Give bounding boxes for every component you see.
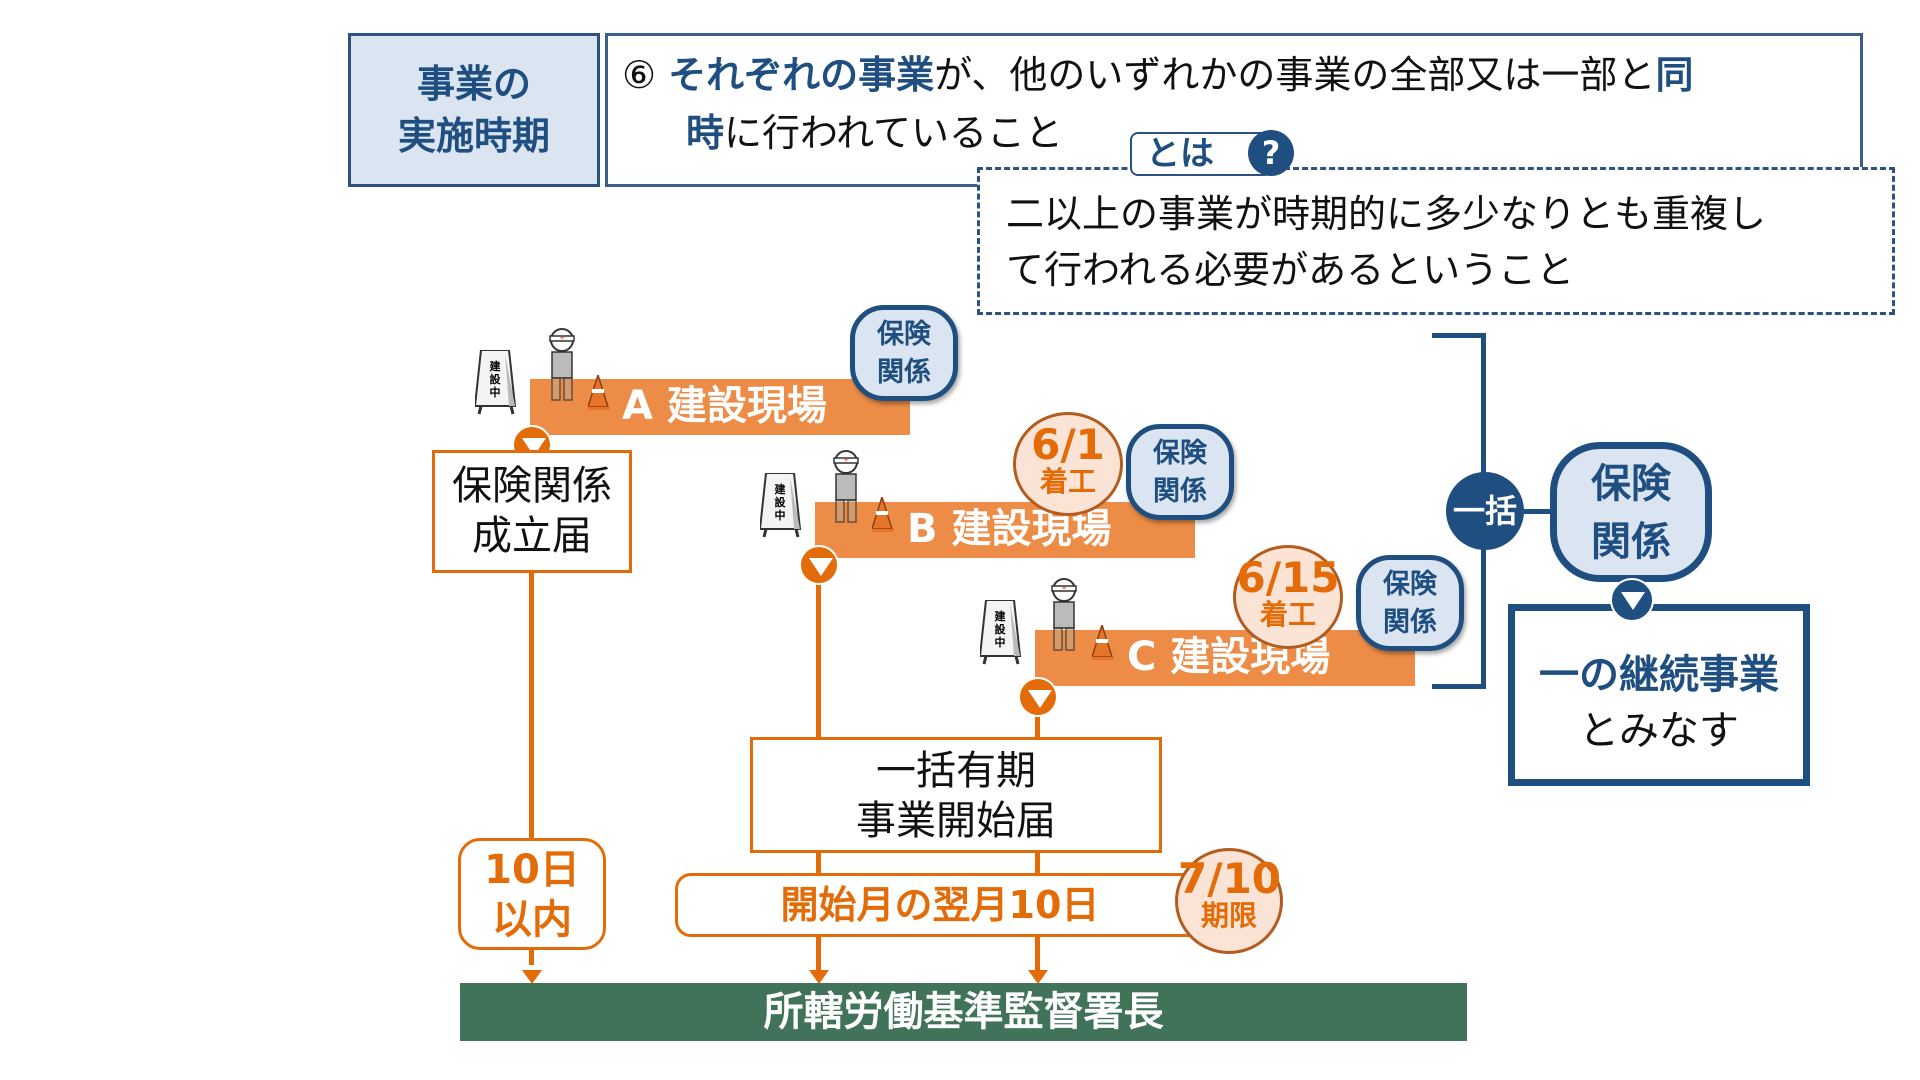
site-b-insurance-badge: 保険関係 <box>1126 424 1234 520</box>
result-line2: とみなす <box>1579 708 1739 754</box>
connector-line <box>1520 509 1552 514</box>
bc-deadline-text: 開始月の翌月10日 <box>780 883 1100 927</box>
badge-line2: 関係 <box>1591 519 1671 565</box>
bc-deadline-box: 開始月の翌月10日 <box>675 873 1205 937</box>
arrow-down-icon <box>809 970 829 984</box>
result-box: 一の継続事業 とみなす <box>1508 604 1810 786</box>
site-a-bar: A 建設現場 <box>530 379 910 435</box>
worker-icon <box>833 450 859 523</box>
start-date: 6/1 <box>1031 420 1105 469</box>
svg-text:中: 中 <box>490 385 501 399</box>
requirement-line1: ⑥ それぞれの事業が、他のいずれかの事業の全部又は一部と同 <box>622 44 1693 99</box>
worker-icon <box>549 328 575 401</box>
badge-line1: 保険 <box>1153 438 1207 469</box>
toha-label: とは <box>1146 134 1214 174</box>
badge-line2: 関係 <box>1153 476 1207 507</box>
svg-text:設: 設 <box>995 622 1007 636</box>
traffic-cone-icon <box>872 497 895 533</box>
badge-line1: 保険 <box>1591 461 1671 507</box>
traffic-cone-icon <box>588 375 611 411</box>
a-form-line1: 保険関係 <box>452 463 612 509</box>
svg-text:建: 建 <box>995 609 1007 623</box>
bc-form-line1: 一括有期 <box>876 748 1036 794</box>
emphasis-text: それぞれの事業 <box>668 53 935 97</box>
section-label-line1: 事業の <box>416 62 531 106</box>
a-deadline-box: 10日以内 <box>458 838 606 950</box>
start-date: 6/15 <box>1236 553 1340 602</box>
emphasis-text: 時 <box>686 111 725 155</box>
requirement-text: に行われていること <box>724 111 1063 155</box>
arrow-down-icon <box>522 970 542 984</box>
site-c-bar: C 建設現場 <box>1035 630 1415 686</box>
emphasis-text: 同 <box>1655 53 1694 97</box>
destination-label: 所轄労働基準監督署長 <box>763 989 1164 1035</box>
section-label: 事業の実施時期 <box>348 33 600 187</box>
question-icon: ? <box>1248 130 1294 176</box>
site-a-flow-line <box>529 440 534 965</box>
down-triangle-icon <box>799 545 839 585</box>
definition-line2: て行われる必要があるということ <box>1006 248 1575 292</box>
definition-line1: 二以上の事業が時期的に多少なりとも重複し <box>1006 192 1767 236</box>
site-c-insurance-badge: 保険関係 <box>1356 555 1464 651</box>
bc-form-box: 一括有期事業開始届 <box>750 737 1162 853</box>
a-deadline-line2: 以内 <box>492 897 572 943</box>
down-triangle-icon <box>1610 578 1654 622</box>
svg-text:建: 建 <box>490 359 502 373</box>
svg-text:建: 建 <box>775 482 787 496</box>
merged-insurance-badge: 保険関係 <box>1550 442 1712 582</box>
worker-icon <box>1051 578 1077 651</box>
definition-box: 二以上の事業が時期的に多少なりとも重複し て行われる必要があるということ <box>977 167 1895 315</box>
site-a-label: A 建設現場 <box>622 383 827 429</box>
requirement-text: が、他のいずれかの事業の全部又は一部と <box>934 53 1656 97</box>
start-label: 着工 <box>1039 465 1096 498</box>
a-form-line2: 成立届 <box>472 513 592 559</box>
ikkatsu-circle: 一括 <box>1446 472 1524 550</box>
svg-text:設: 設 <box>490 372 502 386</box>
a-deadline-line1: 10日 <box>484 847 580 893</box>
svg-text:中: 中 <box>775 508 786 522</box>
result-line1: 一の継続事業 <box>1539 652 1779 698</box>
traffic-cone-icon <box>1092 625 1115 661</box>
svg-text:中: 中 <box>995 635 1006 649</box>
start-label: 着工 <box>1259 598 1316 631</box>
site-a-insurance-badge: 保険関係 <box>850 305 958 401</box>
construction-sign-icon: 建設中 <box>475 350 517 416</box>
a-form-box: 保険関係成立届 <box>432 450 632 573</box>
item-number: ⑥ <box>622 53 657 97</box>
destination-bar: 所轄労働基準監督署長 <box>460 983 1467 1041</box>
deadline-date: 7/10 <box>1178 854 1282 903</box>
toha-badge: とは ? <box>1130 130 1294 176</box>
badge-line1: 保険 <box>1383 569 1437 600</box>
badge-line2: 関係 <box>877 357 931 388</box>
construction-sign-icon: 建設中 <box>760 473 802 539</box>
construction-sign-icon: 建設中 <box>980 600 1022 666</box>
badge-line2: 関係 <box>1383 607 1437 638</box>
badge-line1: 保険 <box>877 319 931 350</box>
bc-form-line2: 事業開始届 <box>856 798 1056 844</box>
requirement-line2: 時に行われていること <box>686 102 1063 157</box>
section-label-line2: 実施時期 <box>397 114 550 158</box>
down-triangle-icon <box>1018 677 1058 717</box>
ikkatsu-label: 一括 <box>1452 492 1517 530</box>
deadline-label: 期限 <box>1200 899 1257 932</box>
svg-text:設: 設 <box>775 495 787 509</box>
arrow-down-icon <box>1028 970 1048 984</box>
